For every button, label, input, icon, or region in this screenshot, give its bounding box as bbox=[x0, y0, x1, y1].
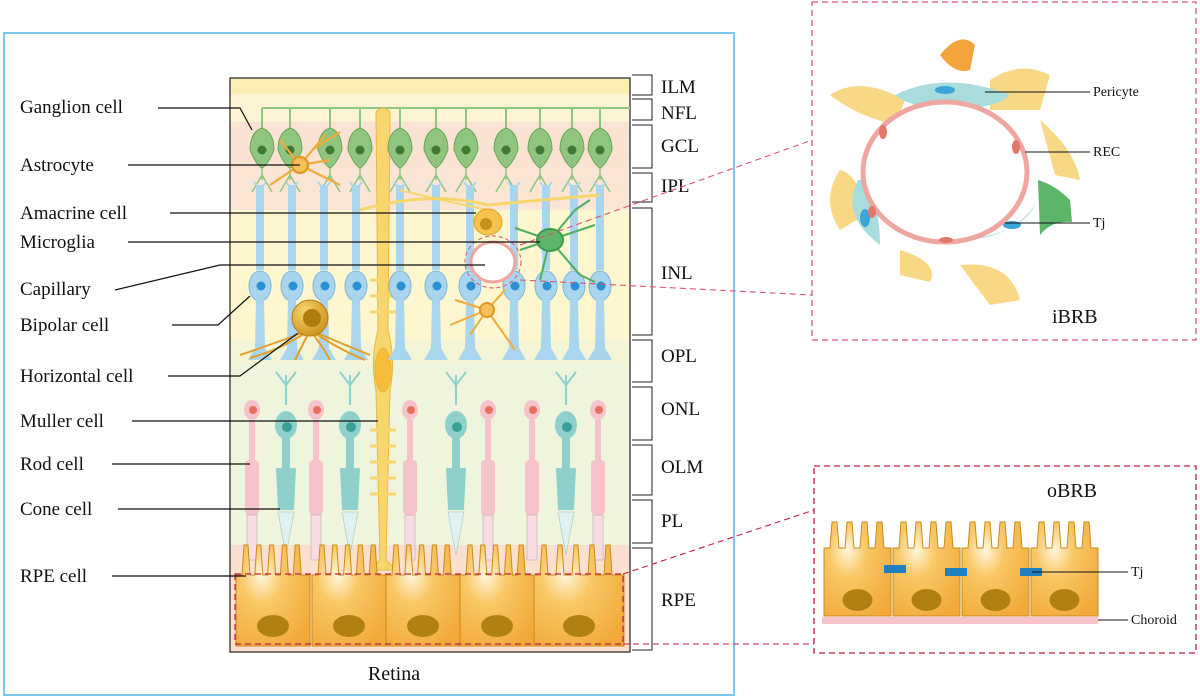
layer-bracket bbox=[632, 74, 653, 651]
layer-label-ipl: IPL bbox=[661, 176, 690, 197]
horizontal-cell bbox=[239, 299, 371, 361]
layer-label-pl: PL bbox=[661, 511, 683, 532]
obrb-rpe-cell bbox=[1030, 521, 1099, 617]
ganglion-cell bbox=[493, 108, 519, 193]
layer-labels: ILM NFL GCL IPL INL OPL ONL OLM PL RPE bbox=[661, 77, 703, 611]
rod-cell bbox=[524, 400, 540, 561]
bipolar-cell bbox=[344, 181, 368, 360]
cone-cell bbox=[275, 371, 297, 556]
ganglion-cell bbox=[587, 108, 613, 193]
label-horizontal-cell: Horizontal cell bbox=[20, 366, 133, 387]
obrb-label-tj: Tj bbox=[1131, 565, 1143, 580]
retina-panel bbox=[3, 32, 735, 696]
ganglion-cell bbox=[453, 108, 479, 193]
ganglion-cells bbox=[249, 108, 613, 193]
ganglion-cell bbox=[423, 108, 449, 193]
obrb-rpe-cell bbox=[892, 521, 961, 617]
bipolar-cell bbox=[388, 181, 412, 360]
cell-labels: Ganglion cell Astrocyte Amacrine cell Mi… bbox=[20, 97, 133, 587]
rod-cell bbox=[244, 400, 260, 561]
label-cone-cell: Cone cell bbox=[20, 499, 92, 520]
rpe-inset-marker bbox=[234, 573, 624, 645]
astrocyte-lower bbox=[449, 289, 516, 351]
label-microglia: Microglia bbox=[20, 232, 95, 253]
rod-cell bbox=[480, 400, 496, 561]
obrb-rpe-cell bbox=[823, 521, 892, 617]
bipolar-cell bbox=[248, 181, 272, 360]
rpe-cells bbox=[235, 544, 625, 647]
layer-label-onl: ONL bbox=[661, 399, 700, 420]
ganglion-cell bbox=[249, 108, 275, 193]
rpe-cell bbox=[311, 544, 387, 647]
label-amacrine-cell: Amacrine cell bbox=[20, 203, 127, 224]
ganglion-cell bbox=[347, 108, 373, 193]
layer-label-olm: OLM bbox=[661, 457, 703, 478]
ganglion-cell bbox=[559, 108, 585, 193]
obrb-connectors bbox=[622, 509, 815, 645]
layer-label-nfl: NFL bbox=[661, 103, 697, 124]
layer-label-opl: OPL bbox=[661, 346, 697, 367]
ibrb-label-rec: REC bbox=[1093, 145, 1120, 160]
bipolar-cell bbox=[562, 181, 586, 360]
obrb-title: oBRB bbox=[1047, 480, 1097, 502]
obrb-label-choroid: Choroid bbox=[1131, 613, 1177, 628]
layer-label-ilm: ILM bbox=[661, 77, 696, 98]
rod-cell bbox=[402, 400, 418, 561]
microglia bbox=[514, 199, 596, 283]
layer-label-gcl: GCL bbox=[661, 136, 699, 157]
rpe-cell bbox=[533, 544, 625, 647]
ganglion-cell bbox=[317, 108, 343, 193]
label-muller-cell: Muller cell bbox=[20, 411, 104, 432]
label-astrocyte: Astrocyte bbox=[20, 155, 94, 176]
ganglion-cell bbox=[387, 108, 413, 193]
layer-label-rpe: RPE bbox=[661, 590, 696, 611]
cone-cell bbox=[339, 371, 361, 556]
rpe-cell bbox=[235, 544, 311, 647]
label-rod-cell: Rod cell bbox=[20, 454, 84, 475]
label-rpe-cell: RPE cell bbox=[20, 566, 87, 587]
ibrb-title: iBRB bbox=[1052, 306, 1098, 328]
retina-caption: Retina bbox=[368, 663, 420, 685]
bipolar-cell bbox=[424, 181, 448, 360]
layer-label-inl: INL bbox=[661, 263, 693, 284]
obrb-rpe-cell bbox=[961, 521, 1030, 617]
rod-cell bbox=[308, 400, 324, 561]
ibrb-label-tj: Tj bbox=[1093, 216, 1105, 231]
ganglion-cell bbox=[527, 108, 553, 193]
photoreceptors bbox=[244, 371, 606, 561]
label-ganglion-cell: Ganglion cell bbox=[20, 97, 123, 118]
muller-cell bbox=[370, 107, 398, 571]
cone-cell bbox=[555, 371, 577, 556]
obrb-inset: Tj Choroid oBRB bbox=[813, 465, 1197, 654]
ibrb-connectors bbox=[519, 139, 813, 296]
label-bipolar-cell: Bipolar cell bbox=[20, 315, 109, 336]
rpe-cell bbox=[385, 544, 461, 647]
ibrb-label-pericyte: Pericyte bbox=[1093, 85, 1139, 100]
label-capillary: Capillary bbox=[20, 279, 91, 300]
cell-label-leaders bbox=[112, 107, 540, 577]
ibrb-inset: Pericyte REC Tj iBRB bbox=[811, 1, 1197, 341]
bipolar-cell bbox=[280, 181, 304, 360]
bipolar-cell bbox=[588, 181, 612, 360]
amacrine-cell bbox=[359, 189, 601, 236]
rpe-cell bbox=[459, 544, 535, 647]
cone-cell bbox=[445, 371, 467, 556]
rod-cell bbox=[590, 400, 606, 561]
